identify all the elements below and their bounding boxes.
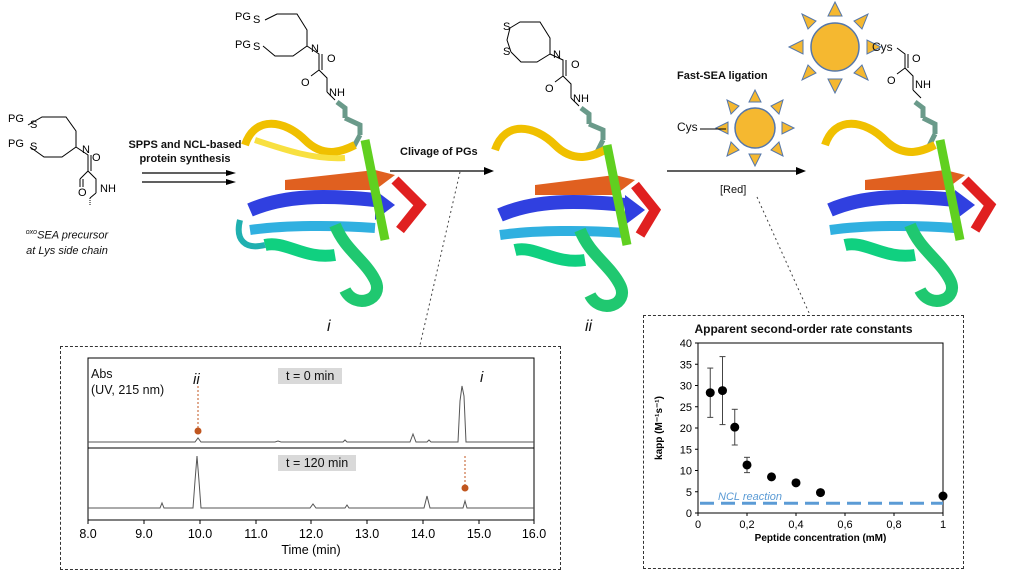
- precursor-structure: PG S PG S N O O NH: [8, 113, 116, 205]
- precursor-caption: oxoSEA precursor at Lys side chain: [25, 229, 109, 257]
- o-label-7: O: [912, 53, 921, 65]
- x-tick-label: 0,2: [739, 519, 754, 531]
- data-point: [730, 422, 740, 432]
- y-tick-label: 5: [686, 487, 692, 499]
- fastsea-arrow: [667, 167, 806, 175]
- data-point: [718, 386, 727, 396]
- o-label-8: O: [887, 75, 896, 87]
- s-label-5: S: [503, 21, 510, 33]
- ncl-reference-label: NCL reaction: [718, 491, 782, 503]
- o-label-4: O: [301, 77, 310, 89]
- rate-chart: 0 5 10 15 20 25 30 35 40 0 0,2 0,4 0,6 0,8 1 NCL reac…: [654, 338, 948, 544]
- peak-ii-label: ii: [193, 371, 200, 388]
- o-label-3: O: [327, 53, 336, 65]
- final-product-structure: O O NH: [821, 47, 997, 307]
- data-point: [767, 472, 776, 482]
- hplc-xtick: 11.0: [244, 527, 267, 541]
- y-tick-label: 20: [680, 423, 692, 435]
- nh-label: NH: [100, 183, 116, 195]
- y-tick-label: 35: [680, 359, 692, 371]
- s-label-4: S: [253, 41, 260, 53]
- chart-yticks: 0 5 10 15 20 25 30 35 40: [680, 338, 698, 520]
- data-point: [791, 478, 801, 488]
- pg-label-1: PG: [8, 113, 24, 125]
- y-tick-label: 25: [680, 402, 692, 414]
- s-label-2: S: [30, 141, 37, 153]
- s-label-3: S: [253, 14, 260, 26]
- clivage-arrow: [390, 167, 494, 175]
- pg-label-3: PG: [235, 11, 251, 23]
- protein-ii-label: ii: [585, 318, 593, 335]
- chart-xlabel: Peptide concentration (mM): [755, 533, 887, 544]
- chart-ylabel: kapp (M⁻¹s⁻¹): [654, 396, 665, 460]
- time-label-bottom: t = 120 min: [278, 455, 357, 471]
- x-tick-label: 1: [940, 519, 946, 531]
- hplc-xtick: 13.0: [355, 527, 379, 541]
- sun-peptide-large: [787, 0, 883, 95]
- nh-label-2: NH: [329, 87, 345, 99]
- data-point: [705, 388, 715, 398]
- zoom-dotted-line-left: [419, 171, 461, 346]
- x-tick-label: 0: [695, 519, 701, 531]
- hplc-xtick: 9.0: [135, 527, 152, 541]
- x-tick-label: 0,6: [837, 519, 852, 531]
- n-label-2: N: [311, 43, 319, 55]
- hplc-xtick: 15.0: [467, 527, 491, 541]
- hplc-xtick: 14.0: [411, 527, 435, 541]
- cys-bond: [700, 128, 726, 130]
- cys-label-large: Cys: [872, 40, 893, 54]
- hplc-xtick: 16.0: [522, 527, 546, 541]
- n-label: N: [82, 144, 90, 156]
- o-label-6: O: [545, 83, 554, 95]
- y-tick-label: 40: [680, 338, 692, 350]
- x-tick-label: 0,8: [886, 519, 901, 531]
- hplc-panel: [60, 346, 561, 570]
- s-label-6: S: [503, 46, 510, 58]
- data-point: [938, 491, 948, 501]
- o-label-5: O: [571, 59, 580, 71]
- chart-title: Apparent second-order rate constants: [694, 322, 913, 336]
- pg-label-2: PG: [8, 138, 24, 150]
- protein-ii-structure: S S N O O NH: [491, 21, 662, 312]
- s-label-1: S: [30, 119, 37, 131]
- data-point: [742, 460, 752, 470]
- hplc-ylabel: Abs (UV, 215 nm): [91, 367, 165, 397]
- peak-i-label: i: [480, 369, 484, 386]
- hplc-xtick: 8.0: [79, 527, 96, 541]
- y-tick-label: 10: [680, 466, 692, 478]
- hplc-xtick: 10.0: [188, 527, 212, 541]
- x-tick-label: 0,4: [788, 519, 803, 531]
- data-point: [816, 488, 825, 498]
- step-fastsea-label: Fast-SEA ligation: [677, 70, 768, 82]
- hplc-chromatograms: 8.0 9.0 10.0 11.0 12.0 13.0 14.0 15.0 16…: [79, 357, 546, 557]
- nh-label-3: NH: [573, 93, 589, 105]
- chart-xticks: 0 0,2 0,4 0,6 0,8 1: [695, 513, 946, 531]
- y-tick-label: 30: [680, 381, 692, 393]
- hplc-xtick: 12.0: [299, 527, 323, 541]
- red-label: [Red]: [720, 184, 747, 196]
- n-label-3: N: [553, 49, 561, 61]
- rate-chart-panel: [643, 315, 964, 569]
- zoom-dotted-line-right: [756, 196, 811, 316]
- o-label-2: O: [78, 187, 87, 199]
- protein-i-structure: PG S PG S N O O NH: [235, 11, 427, 307]
- hplc-xlabel: Time (min): [281, 543, 340, 557]
- y-tick-label: 0: [686, 508, 692, 520]
- double-arrow: [142, 170, 236, 185]
- pg-label-4: PG: [235, 39, 251, 51]
- cys-label-small: Cys: [677, 120, 698, 134]
- nh-label-4: NH: [915, 79, 931, 91]
- step-spps-label: SPPS and NCL-based protein synthesis: [128, 139, 242, 165]
- o-label-1: O: [92, 152, 101, 164]
- protein-i-label: i: [327, 318, 331, 335]
- y-tick-label: 15: [680, 444, 692, 456]
- step-clivage-label: Clivage of PGs: [400, 146, 478, 158]
- time-label-top: t = 0 min: [278, 368, 343, 384]
- sun-peptide-small: [714, 88, 796, 168]
- chart-points: [705, 356, 948, 501]
